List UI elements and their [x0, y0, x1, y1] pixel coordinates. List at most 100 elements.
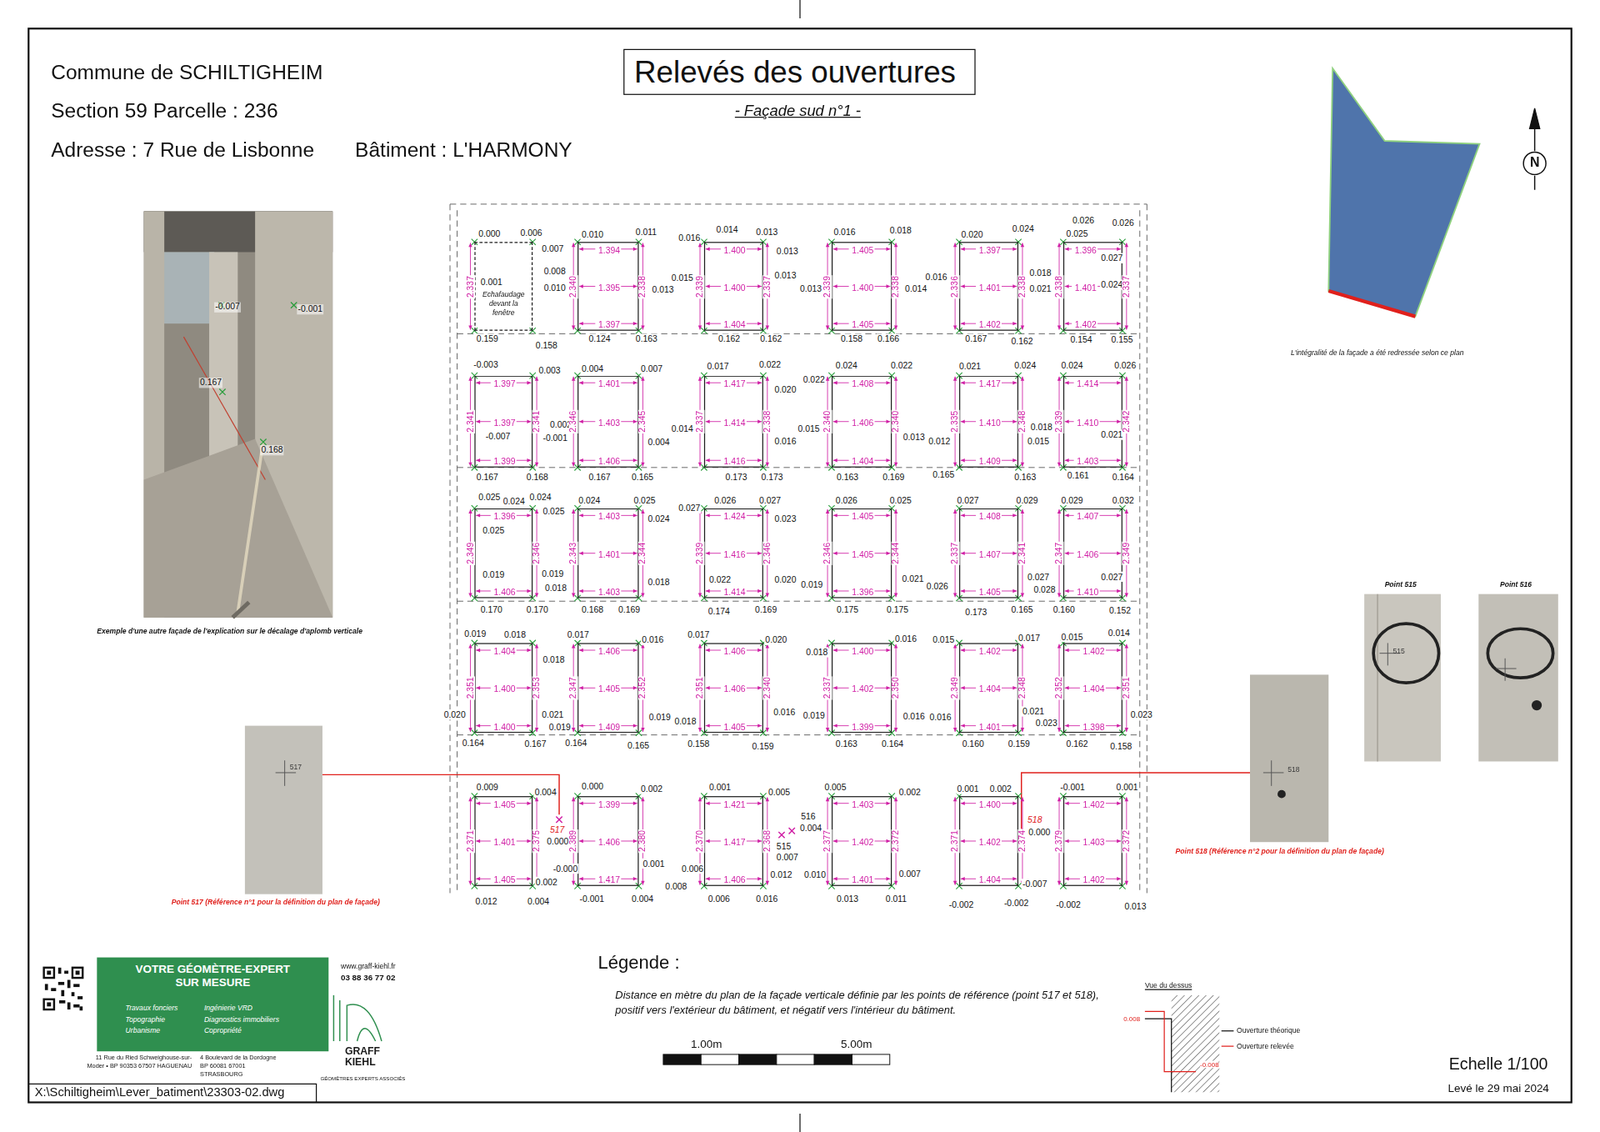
dimension-arrow: [705, 284, 710, 288]
offset-value: 0.007: [540, 244, 565, 255]
illustration-part: [450, 204, 451, 894]
width-dimension: 1.404: [979, 683, 1001, 694]
dimension-arrow: [885, 723, 890, 727]
illustration-part: [339, 1000, 340, 1041]
dimension-arrow: [571, 880, 575, 885]
height-dimension: 2.345: [638, 409, 648, 434]
dimension-arrow: [960, 685, 965, 690]
illustration-part: [28, 1083, 316, 1102]
dimension-arrow: [1116, 513, 1121, 517]
dimension-arrow: [1116, 648, 1121, 652]
dimension-arrow: [633, 458, 638, 462]
offset-value: 0.024: [501, 495, 526, 506]
dimension-arrow: [579, 513, 584, 517]
dimension-arrow: [1125, 727, 1129, 732]
offset-value: 0.173: [760, 471, 785, 482]
offset-value: 0.021: [540, 709, 565, 720]
window-opening: 1.4061.4061.405: [704, 642, 764, 733]
offset-value: 0.022: [801, 374, 826, 385]
offset-value: 0.018: [805, 646, 830, 657]
offset-value: 0.024: [577, 495, 602, 505]
dimension-arrow: [825, 727, 830, 732]
offset-value: 0.169: [754, 604, 779, 615]
dimension-arrow: [885, 839, 890, 843]
width-dimension: 1.404: [724, 319, 746, 330]
illustration-part: [46, 1001, 51, 1006]
illustration-part: [457, 466, 1140, 468]
offset-value: 0.027: [955, 495, 980, 505]
dimension-arrow: [475, 876, 480, 880]
dimension-arrow: [1012, 876, 1017, 880]
dimension-arrow: [640, 509, 645, 514]
dimension-arrow: [579, 685, 584, 690]
photo-marking: 515: [1392, 646, 1405, 655]
offset-value: 0.000: [545, 835, 570, 846]
offset-value: 0.013: [755, 226, 780, 237]
dimension-arrow: [953, 462, 957, 467]
offset-value: 0.159: [1007, 739, 1032, 750]
dimension-arrow: [885, 380, 890, 385]
width-dimension: 1.406: [598, 836, 620, 847]
dimension-arrow: [765, 880, 770, 885]
offset-value: 0.024: [835, 360, 860, 370]
dimension-arrow: [960, 589, 965, 593]
dimension-arrow: [705, 723, 710, 727]
dimension-arrow: [825, 592, 830, 597]
offset-value: 0.019: [540, 568, 565, 579]
illustration-part: [59, 1000, 65, 1004]
dimension-arrow: [757, 839, 762, 843]
legend-text: Ouverture relevée: [1236, 1041, 1295, 1050]
offset-value: 0.032: [1110, 495, 1135, 505]
dimension-arrow: [633, 321, 638, 325]
offset-value: 0.013: [901, 431, 926, 442]
dimension-arrow: [579, 321, 584, 325]
file-path: X:\Schiltigheim\Lever_batiment\23303-02.…: [35, 1085, 285, 1100]
reference-point-number: 518: [1026, 814, 1044, 825]
illustration-part: [789, 827, 795, 834]
dimension-arrow: [1125, 644, 1129, 649]
illustration-part: [144, 210, 334, 617]
offset-value: 0.028: [1032, 585, 1057, 595]
width-dimension: 1.417: [979, 378, 1001, 389]
dimension-arrow: [825, 325, 830, 330]
dimension-arrow: [960, 800, 965, 805]
illustration-part: [457, 734, 1140, 735]
dimension-arrow: [468, 509, 472, 514]
dimension-arrow: [1065, 321, 1070, 325]
height-dimension: 2.351: [1121, 675, 1131, 700]
dimension-arrow: [1065, 876, 1070, 880]
dimension-arrow: [953, 325, 957, 330]
dimension-arrow: [757, 876, 762, 880]
dimension-arrow: [1125, 325, 1129, 330]
offset-value: 0.004: [580, 363, 605, 374]
dimension-arrow: [705, 550, 710, 555]
offset-value: 0.015: [1026, 435, 1051, 446]
illustration-part: [1139, 210, 1140, 893]
illustration-part: [45, 983, 49, 990]
dimension-arrow: [1116, 550, 1121, 555]
dimension-arrow: [535, 592, 539, 597]
sheet-frame: [28, 0, 1571, 1132]
dimension-arrow: [1012, 380, 1017, 385]
illustration-part: [80, 1005, 84, 1010]
illustration-part: [73, 983, 80, 987]
offset-value: 0.025: [632, 495, 657, 505]
service-item: Urbanisme: [125, 1025, 160, 1035]
offset-value: 0.023: [1130, 709, 1155, 720]
illustration-part: [163, 251, 215, 324]
dimension-arrow: [1057, 242, 1061, 247]
dimension-arrow: [579, 380, 584, 385]
dimension-arrow: [526, 800, 531, 805]
dimension-arrow: [765, 376, 770, 381]
width-dimension: 1.396: [493, 510, 515, 521]
height-dimension: 2.353: [532, 675, 542, 700]
offset-value: 0.006: [519, 227, 544, 238]
width-dimension: 1.402: [979, 645, 1001, 656]
width-dimension: 1.400: [724, 245, 746, 255]
offset-value: 0.002: [535, 876, 560, 887]
offset-value: 0.016: [928, 712, 953, 723]
dimension-arrow: [953, 727, 957, 732]
dimension-arrow: [757, 380, 762, 385]
illustration-part: [457, 333, 1140, 335]
height-dimension: 2.368: [762, 829, 772, 854]
